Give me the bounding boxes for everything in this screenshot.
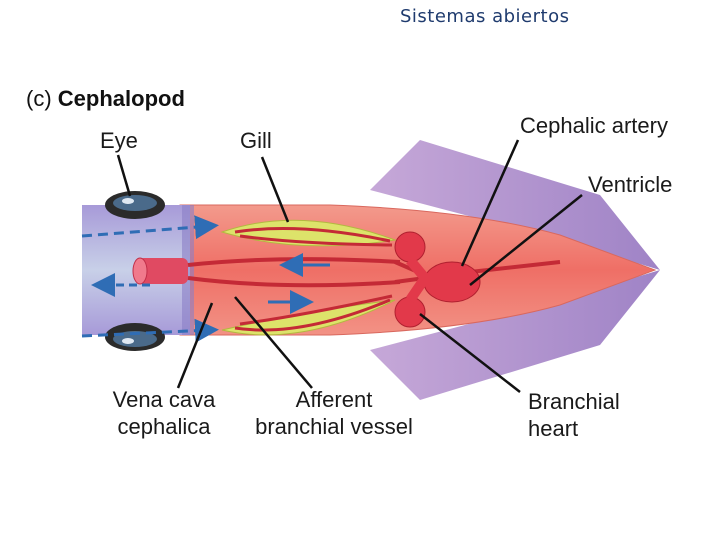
branchial-line2: heart	[528, 416, 579, 441]
afferent-vessel-label: Afferent branchial vessel	[240, 386, 428, 440]
branchial-heart-label: Branchial heart	[528, 388, 620, 442]
cephalic-artery-label: Cephalic artery	[520, 113, 668, 138]
leader-lines	[116, 139, 583, 393]
afferent-line2: branchial vessel	[255, 414, 413, 439]
vena-cava-label: Vena cava cephalica	[102, 386, 226, 440]
afferent-line1: Afferent	[295, 387, 373, 412]
branchial-line1: Branchial	[528, 389, 620, 414]
slide-title: Sistemas abiertos	[400, 6, 570, 27]
lower-fin	[370, 270, 660, 400]
figure-label: (c) Cephalopod	[26, 86, 185, 112]
lower-eye	[105, 323, 165, 351]
figure-tag: (c)	[26, 86, 52, 111]
vena-cava-line1: Vena cava	[112, 387, 216, 412]
funnel	[138, 258, 188, 284]
gill-label: Gill	[240, 128, 272, 153]
flow-arrows	[81, 215, 330, 343]
ventricle	[423, 261, 481, 303]
ventricle-label: Ventricle	[588, 172, 673, 197]
eye-label: Eye	[100, 128, 138, 153]
upper-fin	[370, 140, 660, 270]
upper-eye	[105, 191, 165, 219]
branchial-hearts	[394, 231, 426, 328]
vena-cava-line2: cephalica	[117, 414, 211, 439]
figure-name: Cephalopod	[57, 86, 185, 111]
